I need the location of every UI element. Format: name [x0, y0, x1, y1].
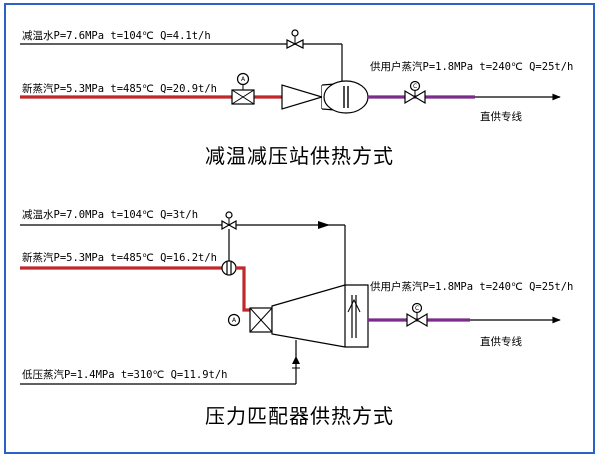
- top-gauge-a-icon: A: [236, 72, 250, 86]
- bottom-low-label: 低压蒸汽P=1.4MPa t=310℃ Q=11.9t/h: [22, 368, 228, 381]
- top-steam-valve-icon: [231, 84, 255, 105]
- bottom-water-valve-icon: [221, 211, 237, 231]
- top-gauge-a-text: A: [241, 76, 246, 83]
- bottom-supply-valve-icon: [406, 312, 428, 328]
- bottom-low-check-icon: [292, 356, 300, 369]
- top-desuperheater-icon: [281, 80, 369, 114]
- top-steam-label: 新蒸汽P=5.3MPa t=485℃ Q=20.9t/h: [22, 82, 217, 95]
- bottom-gauge-c-icon: C: [411, 302, 423, 314]
- bottom-water-label: 减温水P=7.0MPa t=104℃ Q=3t/h: [22, 209, 198, 221]
- top-gauge-c-text: C: [413, 83, 417, 90]
- bottom-pressure-matcher-icon: [249, 284, 369, 348]
- diagram-frame: [4, 3, 595, 454]
- bottom-dest-label: 直供专线: [480, 335, 522, 348]
- bottom-steam-riser: [236, 266, 250, 312]
- bottom-gauge-c-text: C: [415, 305, 419, 312]
- top-supply-label: 供用户蒸汽P=1.8MPa t=240℃ Q=25t/h: [370, 60, 573, 73]
- bottom-mixer-icon: [221, 260, 237, 276]
- bottom-gauge-a-icon: A: [227, 313, 241, 327]
- bottom-steam-label: 新蒸汽P=5.3MPa t=485℃ Q=16.2t/h: [22, 251, 217, 264]
- top-water-label: 减温水P=7.6MPa t=104℃ Q=4.1t/h: [22, 30, 211, 42]
- bottom-diagram: 减温水P=7.0MPa t=104℃ Q=3t/h 新蒸汽P=5.3MPa t=…: [20, 209, 573, 428]
- top-diagram: 减温水P=7.6MPa t=104℃ Q=4.1t/h 新蒸汽P=5.3MPa …: [20, 29, 573, 168]
- bottom-gauge-a-text: A: [232, 317, 237, 324]
- bottom-supply-label: 供用户蒸汽P=1.8MPa t=240℃ Q=25t/h: [370, 280, 573, 293]
- top-water-valve-icon: [286, 29, 304, 49]
- top-caption: 减温减压站供热方式: [205, 144, 394, 168]
- bottom-caption: 压力匹配器供热方式: [205, 404, 394, 428]
- top-dest-label: 直供专线: [480, 110, 522, 123]
- bottom-check-valve-icon: [318, 221, 330, 229]
- top-gauge-c-icon: C: [409, 80, 421, 92]
